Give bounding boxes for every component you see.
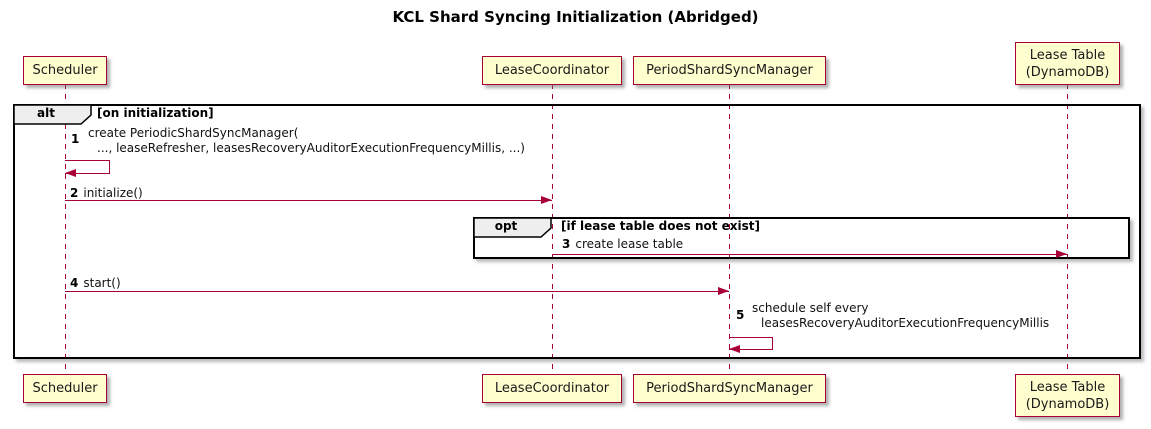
participant-leasecoordinator-top: LeaseCoordinator — [482, 56, 622, 85]
lifeline-periodshardsyncmanager — [728, 84, 730, 374]
message-4-arrow — [65, 290, 729, 292]
participant-leasetable-top: Lease Table (DynamoDB) — [1015, 42, 1120, 85]
message-1-line2: ..., leaseRefresher, leasesRecoveryAudit… — [97, 141, 525, 155]
alt-frame — [13, 104, 1141, 359]
message-3-number: 3 — [562, 237, 571, 251]
message-3-arrowhead — [1056, 249, 1067, 258]
message-5-label: schedule self every leasesRecoveryAudito… — [752, 301, 1049, 331]
opt-frame-label-pentagon — [473, 217, 552, 238]
message-2-arrowhead — [541, 196, 552, 204]
opt-frame-condition: [if lease table does not exist] — [561, 219, 761, 233]
participant-leasetable-bottom: Lease Table (DynamoDB) — [1015, 374, 1120, 417]
message-4-label: 4 start() — [70, 276, 121, 291]
alt-frame-condition: [on initialization] — [97, 106, 214, 120]
lifeline-leasecoordinator — [551, 84, 553, 374]
message-1-label: create PeriodicShardSyncManager( ..., le… — [88, 126, 525, 156]
message-5-line1: schedule self every — [752, 301, 869, 315]
message-5-self-arrow — [729, 337, 773, 350]
participant-leasetable-label-line1: Lease Table — [1029, 379, 1106, 395]
message-2-number: 2 — [70, 186, 79, 200]
message-2-text: initialize() — [83, 186, 143, 200]
participant-periodshardsyncmanager-top: PeriodShardSyncManager — [633, 56, 826, 85]
opt-frame — [473, 217, 1130, 259]
message-4-text: start() — [83, 276, 121, 290]
participant-leasetable-label-line2: (DynamoDB) — [1025, 64, 1110, 80]
message-1-number: 1 — [71, 132, 80, 146]
message-3-text: create lease table — [575, 237, 684, 251]
lifeline-scheduler — [64, 84, 66, 374]
message-4-number: 4 — [70, 276, 79, 290]
participant-scheduler-label: Scheduler — [32, 381, 98, 396]
participant-periodshardsyncmanager-label: PeriodShardSyncManager — [646, 63, 813, 78]
participant-leasetable-label-line1: Lease Table — [1029, 47, 1106, 63]
participant-periodshardsyncmanager-label: PeriodShardSyncManager — [646, 381, 813, 396]
participant-leasecoordinator-bottom: LeaseCoordinator — [482, 374, 622, 403]
participant-scheduler-label: Scheduler — [32, 63, 98, 78]
participant-leasecoordinator-label: LeaseCoordinator — [494, 381, 610, 396]
opt-frame-keyword: opt — [494, 219, 518, 233]
lifeline-leasetable — [1066, 84, 1068, 374]
participant-scheduler-bottom: Scheduler — [23, 374, 107, 403]
message-1-line1: create PeriodicShardSyncManager( — [88, 126, 299, 140]
participant-scheduler-top: Scheduler — [23, 56, 107, 85]
message-5-line2: leasesRecoveryAuditorExecutionFrequencyM… — [761, 316, 1050, 330]
message-1-arrowhead — [65, 168, 76, 177]
participant-leasetable-label-line2: (DynamoDB) — [1025, 396, 1110, 412]
message-5-arrowhead — [729, 344, 740, 353]
diagram-title: KCL Shard Syncing Initialization (Abridg… — [392, 8, 759, 26]
alt-frame-keyword: alt — [37, 106, 55, 120]
participant-leasecoordinator-label: LeaseCoordinator — [494, 63, 610, 78]
message-4-arrowhead — [718, 286, 729, 295]
message-2-label: 2 initialize() — [70, 186, 143, 201]
alt-frame-label-pentagon — [13, 104, 92, 125]
message-5-number: 5 — [736, 308, 745, 322]
message-3-label: 3 create lease table — [562, 237, 683, 252]
message-1-self-arrow — [65, 160, 110, 174]
message-2-arrow — [65, 200, 552, 202]
message-3-arrow — [552, 253, 1067, 255]
participant-periodshardsyncmanager-bottom: PeriodShardSyncManager — [633, 374, 826, 403]
